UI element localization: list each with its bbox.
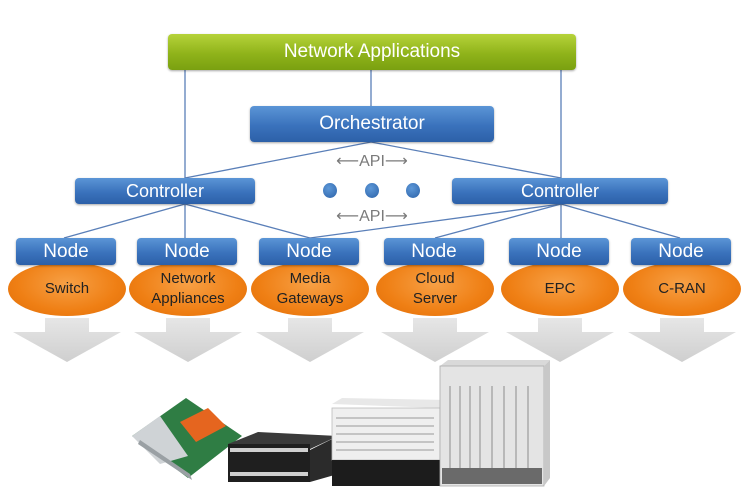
ellipsis-dot-icon [323, 183, 337, 198]
down-arrow-icon [13, 318, 121, 362]
node-label: Node [411, 241, 457, 262]
network-applications-label: Network Applications [283, 41, 461, 62]
node-label: Node [658, 241, 704, 262]
controller-right-label: Controller [520, 181, 600, 201]
node-column: C-RAN Node [623, 238, 741, 362]
connector-ctrl-right-node4 [434, 203, 562, 239]
connector-ctrl-left-node3 [184, 203, 311, 239]
down-arrow-icon [381, 318, 489, 362]
down-arrow-icon [506, 318, 614, 362]
device-ellipse: EPC [501, 262, 619, 316]
node-box: Node [384, 238, 484, 265]
node-box: Node [259, 238, 359, 265]
hardware-products-image [132, 360, 550, 487]
device-ellipse: C-RAN [623, 262, 741, 316]
left-arrow-icon: ⟵ [336, 153, 360, 170]
node-label: Node [286, 241, 332, 262]
blade-card-icon [132, 398, 242, 480]
right-arrow-icon: ⟶ [384, 208, 408, 225]
connector-orch-ctrl-right [370, 141, 562, 179]
node-label: Node [536, 241, 582, 262]
network-applications-box: Network Applications [168, 34, 576, 70]
ellipsis-dot-icon [406, 183, 420, 198]
controller-left-label: Controller [125, 181, 205, 201]
device-label-line: Media [289, 270, 331, 287]
device-ellipse: Switch [8, 262, 126, 316]
node-column: EPC Node [501, 238, 619, 362]
ellipsis-dot-icon [365, 183, 379, 198]
down-arrow-icon [256, 318, 364, 362]
device-label-line: C-RAN [658, 280, 706, 297]
device-label-line: Server [412, 290, 458, 307]
chassis-icon [331, 398, 448, 486]
down-arrow-icon [134, 318, 242, 362]
node-column: Switch Node [8, 238, 126, 362]
telecom-shelf-icon [439, 360, 550, 487]
api-text: API [359, 208, 385, 225]
controller-right-box: Controller [452, 178, 668, 204]
connector-ctrl-left-node1 [63, 203, 186, 239]
node-box: Node [631, 238, 731, 265]
device-label-line: Network [160, 270, 216, 287]
connector-orch-ctrl-left [184, 141, 372, 179]
device-label-line: EPC [544, 280, 576, 297]
node-label: Node [164, 241, 210, 262]
node-box: Node [16, 238, 116, 265]
orchestrator-box: Orchestrator [250, 106, 494, 142]
node-box: Node [137, 238, 237, 265]
controller-left-box: Controller [75, 178, 255, 204]
node-box: Node [509, 238, 609, 265]
api-label-top: ⟵API⟶ [326, 151, 418, 171]
connector-ctrl-right-node3 [309, 203, 562, 239]
rackmount-server-icon [228, 432, 338, 482]
device-label-line: Gateways [276, 290, 344, 307]
api-label-bottom: ⟵API⟶ [326, 206, 418, 226]
down-arrow-icon [628, 318, 736, 362]
connector-ctrl-right-node6 [560, 203, 681, 239]
device-label-line: Switch [44, 280, 90, 297]
node-label: Node [43, 241, 89, 262]
left-arrow-icon: ⟵ [336, 208, 360, 225]
device-label-line: Appliances [151, 290, 225, 307]
orchestrator-label: Orchestrator [319, 113, 425, 134]
device-label-line: Cloud [415, 270, 455, 287]
right-arrow-icon: ⟶ [384, 153, 408, 170]
api-text: API [359, 153, 385, 170]
